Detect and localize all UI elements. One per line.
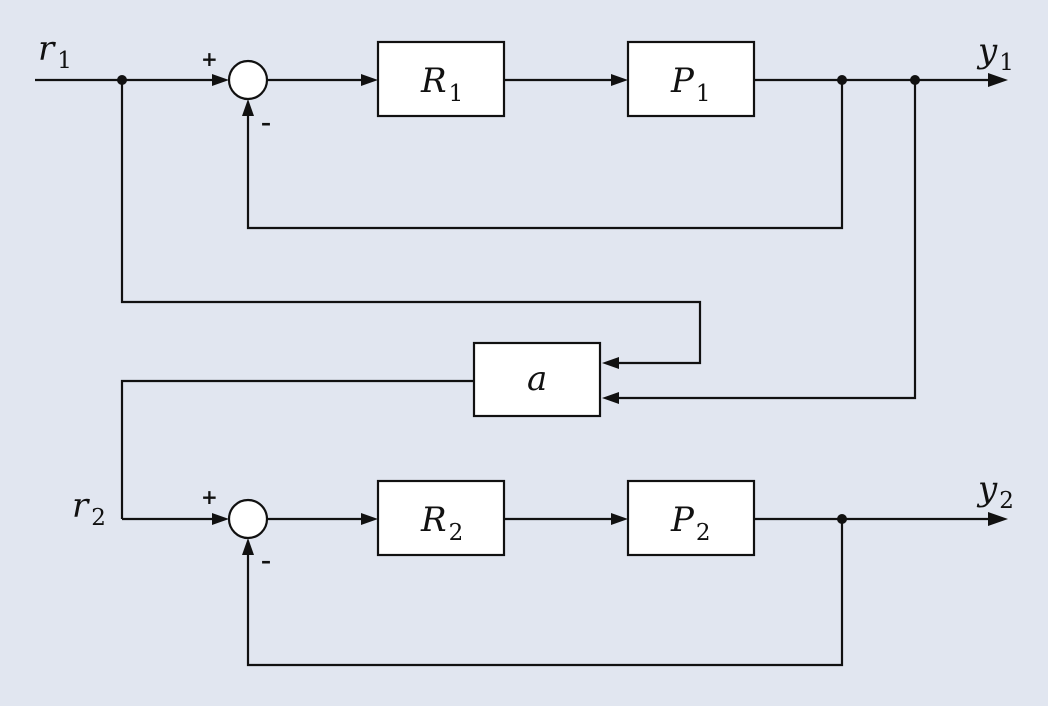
- junction-y1-branch: [910, 75, 920, 85]
- coupling-wires: [120, 80, 917, 519]
- wire-a-to-r2: [120, 379, 474, 519]
- arrow-feedback-into-bottom-summer: [242, 538, 254, 555]
- junction-feedback2: [837, 514, 847, 524]
- wire-feedback-loop1: [246, 80, 844, 230]
- block-R2-box: [376, 479, 506, 557]
- block-R1-box: [376, 40, 506, 118]
- arrow-feedback-into-top-summer: [242, 99, 254, 116]
- junction-feedback1: [837, 75, 847, 85]
- sum-junction-top-circle: [227, 59, 269, 101]
- wire-y1-to-a: [614, 80, 917, 400]
- sum-bottom-plus-sign: +: [201, 485, 218, 509]
- arrow-y1-output: [988, 73, 1008, 87]
- bottom-loop-wires: [122, 512, 1008, 667]
- block-P2: P2: [626, 479, 756, 557]
- block-a-box: [472, 341, 602, 418]
- block-P2-box: [626, 479, 756, 557]
- arrow-y2-output: [988, 512, 1008, 526]
- arrow-into-R2: [361, 513, 378, 525]
- block-P1-label: P1: [670, 61, 711, 107]
- signal-label-y1: y1: [976, 31, 1014, 76]
- sum-junction-top: + –: [201, 47, 271, 135]
- block-R2: R2: [376, 479, 506, 557]
- block-R1-label: R1: [420, 61, 463, 107]
- wire-feedback-loop2: [246, 519, 844, 667]
- sum-top-minus-sign: –: [261, 111, 271, 135]
- arrow-into-P1: [611, 74, 628, 86]
- block-P1: P1: [626, 40, 756, 118]
- arrow-into-top-summer: [212, 74, 229, 86]
- top-loop-wires: [35, 73, 1008, 230]
- junction-r1-branch: [117, 75, 127, 85]
- block-P2-label: P2: [670, 500, 711, 546]
- wire-r1-to-a: [120, 80, 702, 365]
- signal-label-y2: y2: [976, 469, 1014, 514]
- arrow-into-R1: [361, 74, 378, 86]
- sum-top-plus-sign: +: [201, 47, 218, 71]
- block-R2-label: R2: [420, 500, 463, 546]
- sum-junction-bottom-circle: [227, 498, 269, 540]
- arrow-into-bottom-summer: [212, 513, 229, 525]
- block-a: a: [472, 341, 602, 418]
- block-a-label: a: [527, 359, 547, 399]
- arrow-into-P2: [611, 513, 628, 525]
- block-P1-box: [626, 40, 756, 118]
- arrow-r1-into-a: [602, 357, 619, 369]
- arrow-y1-into-a: [602, 392, 619, 404]
- sum-junction-bottom: + –: [201, 485, 271, 573]
- sum-bottom-minus-sign: –: [261, 549, 271, 573]
- block-R1: R1: [376, 40, 506, 118]
